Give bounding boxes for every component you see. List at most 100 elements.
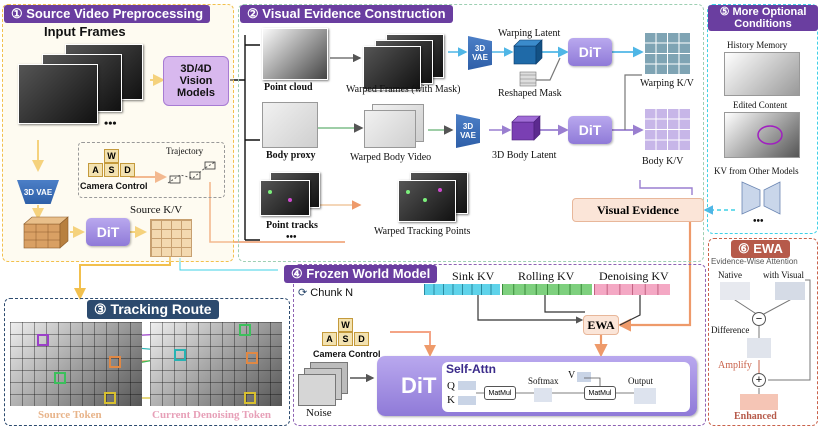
edited-content-image bbox=[724, 112, 800, 158]
plus-node: + bbox=[752, 373, 766, 387]
ewa-subtitle: Evidence-Wise Attention bbox=[711, 257, 798, 266]
edited-content-label: Edited Content bbox=[733, 100, 788, 110]
body-proxy-image bbox=[262, 102, 318, 148]
enhanced-matrix bbox=[740, 394, 778, 410]
panel-ewa bbox=[708, 238, 818, 426]
warping-vae: 3D VAE bbox=[468, 36, 492, 70]
conditions-ellipsis: ••• bbox=[753, 216, 764, 227]
frames-ellipsis: ••• bbox=[104, 116, 117, 130]
panel-visual-evidence bbox=[238, 4, 704, 262]
current-token-label: Current Denoising Token bbox=[152, 409, 271, 421]
difference-label: Difference bbox=[711, 325, 750, 335]
vision-models-box: 3D/4D Vision Models bbox=[163, 56, 229, 106]
body-proxy-label: Body proxy bbox=[266, 150, 316, 161]
softmax-matrix bbox=[534, 388, 552, 402]
k-label: K bbox=[447, 394, 455, 406]
body-vae: 3D VAE bbox=[456, 114, 480, 148]
matmul-2: MatMul bbox=[584, 386, 616, 400]
warping-latent-label: Warping Latent bbox=[498, 28, 561, 39]
trajectory-label: Trajectory bbox=[166, 146, 204, 156]
source-kv-label: Source K/V bbox=[130, 204, 183, 216]
chunk-label-text: Chunk N bbox=[310, 287, 354, 299]
frozen-dit-label: DiT bbox=[401, 373, 437, 398]
kv-other-models-label: KV from Other Models bbox=[714, 166, 799, 176]
warping-kv-label: Warping K/V bbox=[640, 78, 694, 89]
output-matrix bbox=[634, 388, 656, 404]
warped-tracking-label: Warped Tracking Points bbox=[374, 226, 471, 237]
key-s: S bbox=[104, 163, 119, 177]
panel3-header: ③ Tracking Route bbox=[87, 300, 219, 319]
with-visual-label: with Visual bbox=[763, 270, 805, 280]
panel6-header: ⑥ EWA bbox=[731, 240, 790, 258]
fwm-key-w: W bbox=[338, 318, 353, 332]
difference-matrix bbox=[747, 338, 771, 358]
panel4-header: ④ Frozen World Model bbox=[284, 265, 438, 283]
q-matrix bbox=[458, 381, 476, 390]
panel-frozen-world-model bbox=[293, 264, 706, 426]
denoising-kv-label: Denoising KV bbox=[599, 269, 669, 283]
ewa-box: EWA bbox=[583, 315, 619, 335]
v-label: V bbox=[568, 370, 576, 381]
rolling-kv-bar bbox=[502, 284, 592, 295]
fwm-key-s: S bbox=[338, 332, 353, 346]
visual-evidence-box: Visual Evidence bbox=[572, 198, 704, 222]
vision-models-label: 3D/4D Vision Models bbox=[177, 63, 215, 99]
body-latent-label: 3D Body Latent bbox=[492, 150, 557, 161]
warping-kv-grid bbox=[644, 32, 690, 74]
history-memory-label: History Memory bbox=[727, 40, 788, 50]
warped-body-label: Warped Body Video bbox=[350, 152, 432, 163]
fwm-key-d: D bbox=[354, 332, 369, 346]
native-label: Native bbox=[718, 270, 742, 280]
denoising-kv-bar bbox=[594, 284, 670, 295]
panel-optional-conditions bbox=[707, 4, 818, 234]
with-visual-matrix bbox=[775, 282, 805, 300]
panel2-header: ② Visual Evidence Construction bbox=[240, 5, 453, 23]
fwm-camera-control-label: Camera Control bbox=[313, 349, 381, 359]
q-label: Q bbox=[447, 380, 455, 392]
warped-tracking-frame-1 bbox=[398, 180, 456, 222]
amplify-label: Amplify bbox=[718, 360, 752, 371]
sink-kv-bar bbox=[424, 284, 500, 295]
softmax-label: Softmax bbox=[528, 376, 559, 386]
minus-node: − bbox=[752, 312, 766, 326]
enhanced-label: Enhanced bbox=[734, 411, 777, 422]
point-cloud-image bbox=[262, 28, 328, 80]
body-dit: DiT bbox=[568, 116, 612, 144]
point-tracks-label: Point tracks bbox=[266, 220, 318, 231]
warping-dit: DiT bbox=[568, 38, 612, 66]
fwm-key-a: A bbox=[322, 332, 337, 346]
key-a: A bbox=[88, 163, 103, 177]
panel-tracking-route bbox=[4, 298, 290, 426]
matmul-1: MatMul bbox=[484, 386, 516, 400]
panel5-header: ⑤ More Optional Conditions bbox=[708, 5, 818, 31]
rolling-kv-label: Rolling KV bbox=[518, 269, 575, 283]
noise-label: Noise bbox=[306, 407, 332, 419]
point-tracks-ellipsis: ••• bbox=[286, 232, 297, 243]
self-attn-label: Self-Attn bbox=[446, 362, 496, 376]
native-matrix bbox=[720, 282, 750, 300]
noise-frame-1 bbox=[298, 374, 336, 406]
panel1-header: ① Source Video Preprocessing bbox=[4, 5, 211, 23]
camera-trajectory-box bbox=[78, 142, 225, 198]
body-kv-label: Body K/V bbox=[642, 156, 684, 167]
current-token-image bbox=[150, 322, 282, 406]
body-kv-grid bbox=[644, 108, 690, 150]
source-token-label: Source Token bbox=[38, 409, 102, 421]
point-tracks-frame-1 bbox=[260, 180, 310, 216]
source-dit: DiT bbox=[86, 218, 130, 246]
output-label: Output bbox=[628, 376, 654, 386]
chunk-label: ⟳ Chunk N bbox=[298, 286, 353, 299]
cycle-icon: ⟳ bbox=[298, 287, 308, 299]
k-matrix bbox=[458, 396, 476, 405]
camera-control-label: Camera Control bbox=[80, 181, 148, 191]
key-d: D bbox=[120, 163, 135, 177]
